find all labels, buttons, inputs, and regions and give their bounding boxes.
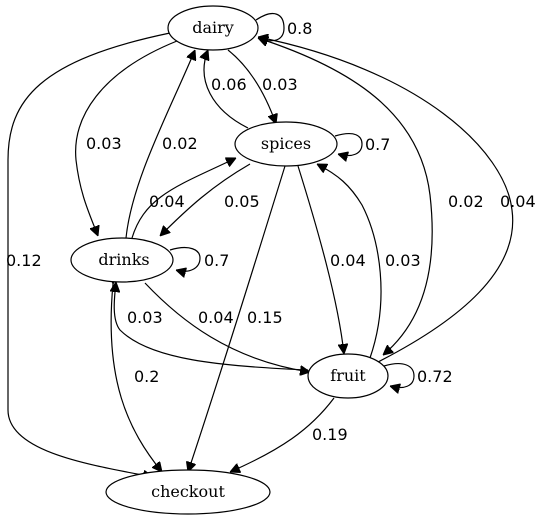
edge-label-drinks-spices: 0.04 — [149, 192, 185, 211]
edge-spices-fruit — [297, 165, 344, 354]
node-spices: spices — [234, 121, 338, 167]
node-label-dairy: dairy — [192, 18, 234, 37]
edge-label-spices-checkout: 0.15 — [247, 308, 283, 327]
edge-dairy-spices — [227, 49, 276, 124]
node-label-spices: spices — [261, 134, 311, 153]
edge-dairy-drinks — [75, 40, 178, 236]
edge-dairy-fruit — [257, 37, 433, 355]
edge-spices-drinks — [160, 163, 251, 236]
edge-label-dairy-spices: 0.03 — [262, 75, 298, 94]
edge-drinks-dairy — [125, 50, 195, 239]
edge-label-drinks-checkout: 0.2 — [134, 367, 159, 386]
edge-label-spices-spices: 0.7 — [365, 135, 390, 154]
edge-label-drinks-drinks: 0.7 — [204, 251, 229, 270]
edge-fruit-drinks — [114, 282, 309, 371]
node-label-checkout: checkout — [151, 482, 225, 501]
edge-label-fruit-checkout: 0.19 — [312, 425, 348, 444]
node-label-drinks: drinks — [98, 250, 149, 269]
edge-drinks-checkout — [111, 284, 162, 472]
edge-label-drinks-dairy: 0.02 — [162, 134, 198, 153]
edge-label-spices-fruit: 0.04 — [330, 251, 366, 270]
edge-fruit-fruit — [383, 363, 415, 388]
node-label-fruit: fruit — [330, 366, 366, 385]
edge-label-spices-drinks: 0.05 — [224, 192, 260, 211]
edge-label-fruit-spices: 0.03 — [385, 251, 421, 270]
edge-label-dairy-checkout: 0.12 — [6, 251, 42, 270]
edge-spices-spices — [334, 132, 363, 156]
node-checkout: checkout — [105, 469, 271, 515]
edge-label-spices-dairy: 0.06 — [211, 75, 247, 94]
node-drinks: drinks — [70, 237, 174, 283]
edge-fruit-dairy — [258, 37, 514, 363]
edge-fruit-checkout — [230, 397, 335, 472]
edge-label-fruit-drinks: 0.03 — [127, 308, 163, 327]
edge-label-fruit-dairy: 0.04 — [500, 192, 536, 211]
edge-label-drinks-fruit: 0.04 — [198, 308, 234, 327]
edge-drinks-spices — [131, 158, 236, 239]
edge-label-dairy-drinks: 0.03 — [86, 134, 122, 153]
edge-label-dairy-dairy: 0.8 — [287, 19, 312, 38]
edge-label-dairy-fruit: 0.02 — [448, 192, 484, 211]
edge-label-fruit-fruit: 0.72 — [417, 367, 453, 386]
edge-dairy-checkout — [7, 32, 171, 477]
edge-fruit-spices — [317, 163, 382, 359]
node-fruit: fruit — [307, 353, 389, 399]
edge-drinks-fruit — [144, 282, 310, 372]
edge-spices-checkout — [188, 165, 286, 472]
node-dairy: dairy — [167, 5, 259, 51]
edge-dairy-dairy — [255, 12, 285, 41]
edge-drinks-drinks — [169, 246, 201, 272]
edge-spices-dairy — [204, 50, 249, 129]
